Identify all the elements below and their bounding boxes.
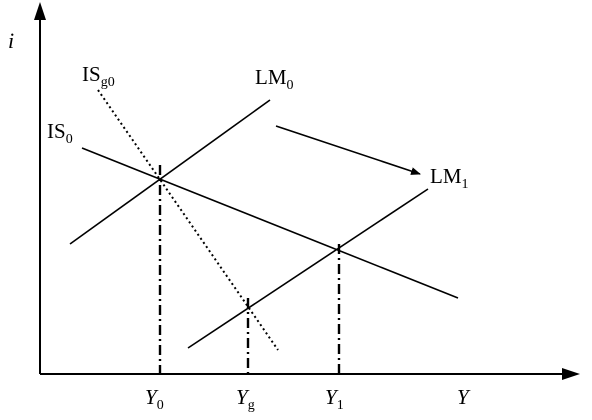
shift-arrow — [275, 125, 421, 175]
y0-tick-label: Y0 — [145, 385, 164, 413]
x-axis-label: Y — [457, 385, 471, 409]
lm1-label: LM1 — [430, 164, 469, 192]
lm0-label: LM0 — [255, 65, 294, 93]
yg-tick-label: Yg — [236, 385, 255, 413]
is0-curve — [81, 147, 459, 299]
lm1-curve — [187, 188, 429, 349]
y-axis-arrowhead — [34, 2, 46, 20]
isg0-label: ISg0 — [82, 62, 115, 90]
y1-tick-label: Y1 — [325, 385, 344, 413]
isg0-curve — [97, 89, 279, 351]
x-axis-arrowhead — [562, 368, 580, 380]
y-axis-label: i — [8, 28, 14, 53]
lm0-curve — [69, 99, 271, 245]
is0-label: IS0 — [47, 119, 73, 147]
